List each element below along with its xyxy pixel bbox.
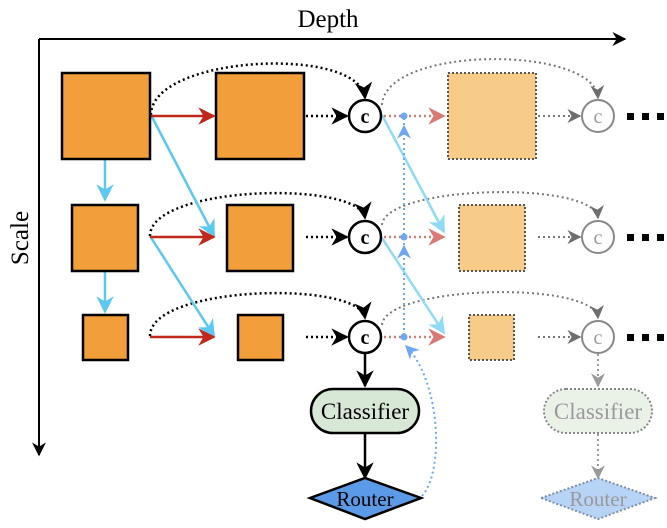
faded-block-row1 bbox=[447, 72, 537, 160]
concat-symbol: c bbox=[361, 327, 370, 349]
faded-concat-node-row3: c bbox=[581, 320, 615, 354]
classifier-label: Classifier bbox=[321, 399, 409, 424]
ellipses bbox=[627, 113, 664, 341]
faded-classifier-node bbox=[543, 388, 653, 434]
depth-arrows bbox=[150, 107, 216, 346]
faded-depth-arrows bbox=[384, 107, 446, 346]
concat-symbol: c bbox=[361, 227, 370, 249]
blocks bbox=[60, 71, 306, 362]
faded-concat-node-row2: c bbox=[581, 220, 615, 254]
routing-curve bbox=[405, 345, 438, 497]
routing-lines bbox=[397, 118, 438, 497]
concat-symbol: c bbox=[594, 106, 603, 128]
faded-scale-arrows bbox=[380, 114, 446, 335]
concat-symbol: c bbox=[361, 106, 370, 128]
routing-dots bbox=[400, 112, 408, 341]
routing-dot-row2 bbox=[400, 233, 408, 241]
router-node bbox=[306, 476, 425, 521]
ellipsis-row2 bbox=[627, 234, 664, 241]
diag-arrow-2 bbox=[148, 235, 216, 338]
block-r3-c1 bbox=[81, 313, 130, 362]
scale-arrows bbox=[96, 114, 216, 338]
block-r2-c2 bbox=[225, 203, 295, 273]
faded-blocks bbox=[447, 72, 537, 361]
faded-diag-arrow-1 bbox=[380, 114, 446, 234]
router-label: Router bbox=[336, 487, 393, 511]
concat-node-row3: c bbox=[347, 319, 383, 355]
faded-router-label: Router bbox=[569, 487, 626, 511]
diag-arrow-1 bbox=[149, 114, 216, 238]
skip-connection-row1 bbox=[149, 62, 373, 116]
faded-block-row3 bbox=[468, 314, 515, 361]
skip-connection-row3 bbox=[148, 291, 372, 337]
into-concat-arrows bbox=[306, 107, 349, 346]
faded-classifier-label: Classifier bbox=[554, 399, 642, 424]
depth-axis-label: Depth bbox=[297, 6, 359, 33]
block-r2-c1 bbox=[70, 203, 140, 273]
classifier-branch: Classifier Router bbox=[306, 354, 425, 521]
scale-axis-label: Scale bbox=[7, 211, 34, 265]
concat-nodes: c c c c c c bbox=[347, 98, 615, 355]
concat-node-row2: c bbox=[347, 219, 383, 255]
routing-dot-row1 bbox=[400, 112, 408, 120]
classifier-node bbox=[309, 387, 421, 435]
axes: Depth Scale bbox=[7, 6, 627, 457]
ellipsis-row3 bbox=[627, 334, 664, 341]
faded-classifier-branch: Classifier Router bbox=[538, 354, 658, 521]
concat-symbol: c bbox=[594, 227, 603, 249]
faded-concat-node-row1: c bbox=[581, 99, 615, 133]
block-r1-c1 bbox=[60, 71, 152, 161]
faded-skip-row1 bbox=[381, 58, 605, 106]
faded-into-concat-arrows bbox=[538, 109, 582, 344]
faded-block-row2 bbox=[458, 204, 526, 272]
faded-skip-connections bbox=[381, 58, 605, 326]
faded-diag-arrow-2 bbox=[380, 237, 446, 335]
faded-router-node bbox=[538, 476, 658, 521]
block-r3-c2 bbox=[236, 313, 285, 362]
concat-symbol: c bbox=[594, 327, 603, 349]
concat-node-row1: c bbox=[347, 98, 383, 134]
block-r1-c2 bbox=[214, 71, 306, 161]
skip-connections bbox=[148, 62, 373, 337]
skip-connection-row2 bbox=[148, 191, 372, 237]
ellipsis-row1 bbox=[627, 113, 664, 120]
routing-dot-row3 bbox=[400, 333, 408, 341]
